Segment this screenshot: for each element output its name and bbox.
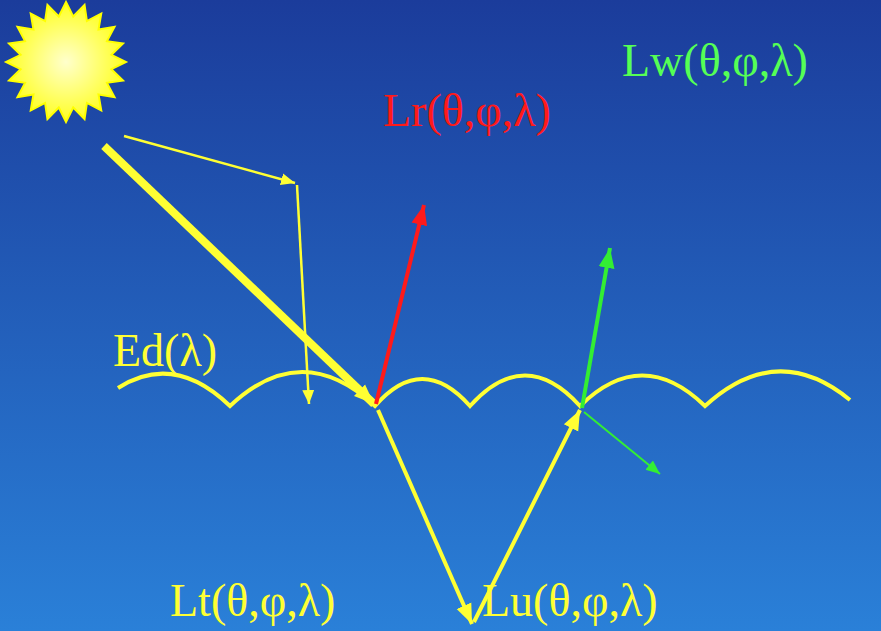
sun-star — [6, 2, 126, 122]
water-leaving-ray — [582, 248, 610, 408]
radiance-label: Lt(θ,φ,λ) — [170, 578, 335, 624]
transmitted-ray — [378, 410, 472, 624]
water-surface — [118, 371, 850, 406]
scattered-ray — [124, 136, 295, 183]
sun-symbol — [6, 2, 126, 122]
irradiance-label: Ed(λ) — [113, 328, 217, 374]
radiance-label: Lu(θ,φ,λ) — [482, 578, 658, 624]
internal-reflection-ray — [584, 412, 660, 474]
radiance-label: Lw(θ,φ,λ) — [622, 38, 808, 84]
reflected-ray — [376, 205, 424, 404]
diffuse-ray — [297, 185, 309, 404]
direct-beam — [104, 146, 374, 404]
radiance-label: Lr(θ,φ,λ) — [383, 88, 551, 134]
